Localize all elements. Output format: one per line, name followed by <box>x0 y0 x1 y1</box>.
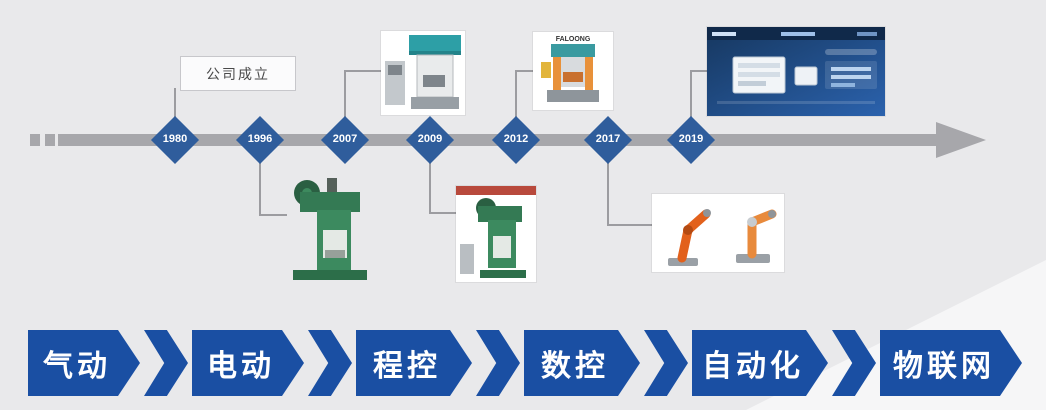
servo-press-machine-image-2012: FALOONG <box>533 32 613 110</box>
stage-banner-pneumatic: 气动 <box>28 330 140 396</box>
stage-banner-iot: 物联网 <box>880 330 1022 396</box>
arrow-chevron-icon <box>832 330 876 396</box>
stage-label: 物联网 <box>893 350 995 383</box>
year-label: 2017 <box>595 133 621 145</box>
connector-line-2007 <box>344 70 346 123</box>
connector-line-1980 <box>174 88 176 123</box>
teal-press-illustration <box>381 31 465 115</box>
stage-label: 自动化 <box>702 350 804 383</box>
robot-arms-illustration <box>652 194 784 272</box>
connector-line-1996 <box>259 158 261 216</box>
year-label: 1980 <box>162 133 188 145</box>
stage-label: 电动 <box>207 350 275 383</box>
green-press-machine-illustration <box>293 178 367 280</box>
stage-label: 气动 <box>43 350 111 383</box>
green-press-illustration <box>456 186 536 282</box>
timeline-dash <box>30 134 40 146</box>
connector-line-2007 <box>344 70 381 72</box>
stage-label: 程控 <box>373 350 441 383</box>
arrow-chevron-icon <box>644 330 688 396</box>
timeline-arrowhead-icon <box>936 122 986 158</box>
year-label: 2007 <box>332 133 358 145</box>
year-label: 2012 <box>503 133 529 145</box>
year-label: 2009 <box>417 133 443 145</box>
connector-line-2017 <box>607 158 609 226</box>
iot-dashboard-image-2019 <box>707 27 885 116</box>
stage-banner-electric: 电动 <box>192 330 304 396</box>
servo-press-illustration: FALOONG <box>533 32 613 110</box>
machine-brand-text: FALOONG <box>556 36 591 43</box>
iot-dashboard-illustration <box>707 27 885 116</box>
teal-press-machine-image-2007 <box>381 31 465 115</box>
stage-label: 数控 <box>541 350 609 383</box>
development-stages-bar: 气动 电动 程控 数控 自动化 物联网 <box>28 330 1022 396</box>
stage-banner-program-control: 程控 <box>356 330 472 396</box>
year-label: 1996 <box>247 133 273 145</box>
stage-banner-automation: 自动化 <box>692 330 828 396</box>
connector-line-2017 <box>607 224 652 226</box>
connector-line-2012 <box>515 70 533 72</box>
connector-line-1996 <box>259 214 287 216</box>
year-label: 2019 <box>678 133 704 145</box>
timeline-dash <box>45 134 55 146</box>
connector-line-2009 <box>429 212 456 214</box>
connector-line-2009 <box>429 158 431 214</box>
connector-line-2012 <box>515 70 517 123</box>
connector-line-2019 <box>690 70 692 123</box>
arrow-chevron-icon <box>144 330 188 396</box>
founding-label-box: 公司成立 <box>180 56 296 91</box>
arrow-chevron-icon <box>308 330 352 396</box>
robot-arms-image-2017 <box>652 194 784 272</box>
green-press-machine-image-2009 <box>456 186 536 282</box>
stage-banner-cnc: 数控 <box>524 330 640 396</box>
connector-line-2019 <box>690 70 707 72</box>
green-press-machine-image-1996 <box>287 176 373 282</box>
arrow-chevron-icon <box>476 330 520 396</box>
founding-label: 公司成立 <box>206 65 270 82</box>
